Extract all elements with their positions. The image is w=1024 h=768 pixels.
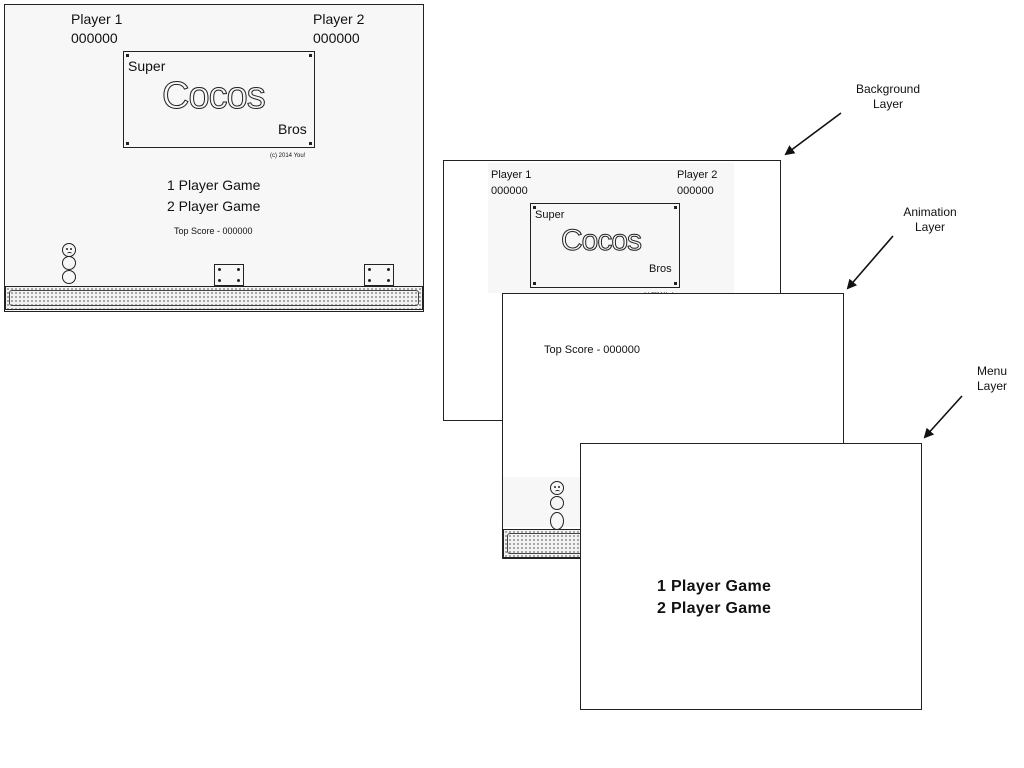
menu-layer-caption: Menu Layer (962, 364, 1022, 394)
top-score-text: Top Score - 000000 (174, 226, 253, 236)
player2-score: 000000 (313, 30, 360, 46)
player1-score: 000000 (71, 30, 118, 46)
composite-screen: Player 1 000000 Player 2 000000 Super Co… (4, 4, 424, 312)
menu-2-player-game[interactable]: 2 Player Game (167, 198, 261, 214)
menu-layer-2-player-game[interactable]: 2 Player Game (657, 600, 772, 617)
menu-layer-1-player-game[interactable]: 1 Player Game (657, 578, 772, 595)
logo-super: Super (128, 58, 166, 74)
crate-right (364, 264, 394, 286)
ground-strip (5, 286, 423, 310)
animation-layer-caption-text: Animation Layer (903, 205, 957, 234)
logo-panel: Super Cocos Bros (123, 51, 315, 148)
logo-cocos: Cocos (162, 75, 267, 118)
crate-left (214, 264, 244, 286)
animation-layer-arrow (846, 235, 894, 290)
bg-logo-cocos: Cocos (560, 224, 642, 258)
bg-logo-bros: Bros (649, 263, 672, 275)
menu-layer-caption-text: Menu Layer (976, 364, 1008, 393)
menu-layer: 1 Player Game 2 Player Game (580, 443, 922, 710)
anim-top-score-text: Top Score - 000000 (544, 344, 641, 356)
bg-logo-panel: Super Cocos Bros (530, 203, 680, 288)
logo-bros: Bros (278, 121, 307, 137)
bg-player1-label: Player 1 (491, 169, 532, 181)
background-layer-caption: Background Layer (838, 82, 938, 112)
player2-label: Player 2 (313, 11, 365, 27)
bg-player2-label: Player 2 (677, 169, 718, 181)
player1-label: Player 1 (71, 11, 123, 27)
copyright-text: (c) 2014 You! (270, 153, 306, 159)
bg-logo-super: Super (535, 209, 565, 221)
bg-player2-score: 000000 (677, 185, 714, 197)
menu-layer-arrow (923, 395, 963, 439)
background-layer-caption-text: Background Layer (855, 82, 921, 111)
animation-layer-caption: Animation Layer (880, 205, 980, 235)
background-layer-arrow (784, 112, 842, 156)
menu-1-player-game[interactable]: 1 Player Game (167, 177, 261, 193)
bg-player1-score: 000000 (491, 185, 528, 197)
